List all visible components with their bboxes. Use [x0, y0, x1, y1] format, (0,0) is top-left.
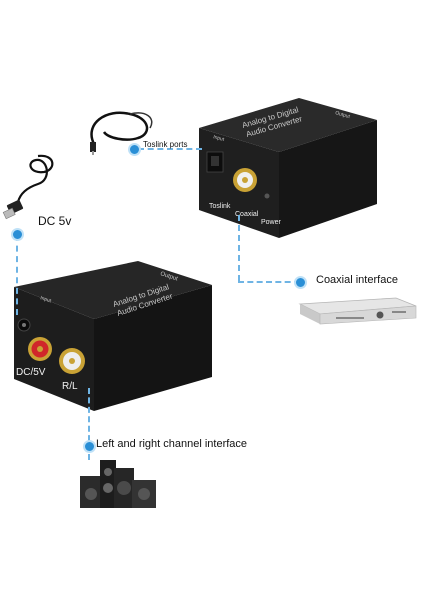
dc-5v-label: DC 5v: [38, 214, 72, 228]
av-receiver-icon: [298, 297, 417, 325]
toslink-dot: [128, 143, 141, 156]
speaker-system-icon: [80, 460, 156, 508]
rear-port-power: Power: [261, 219, 282, 226]
rear-top-tag: Input: [212, 134, 225, 143]
front-port-rl: R/L: [62, 381, 78, 392]
coaxial-connector-vline: [238, 215, 240, 281]
rear-converter-device: Analog to Digital Audio Converter Input …: [199, 98, 377, 238]
dc-dot: [11, 228, 24, 241]
front-top-tag: Output: [159, 271, 178, 282]
toslink-ports-label: Toslink ports: [143, 140, 188, 149]
rear-port-coaxial: Coaxial: [235, 211, 259, 218]
rear-port-toslink: Toslink: [209, 203, 231, 210]
coaxial-interface-label: Coaxial interface: [316, 274, 398, 286]
power-led: [264, 193, 270, 199]
audio-cable-icon: [90, 111, 153, 155]
front-port-dc: DC/5V: [16, 367, 46, 378]
lr-connector-line: [88, 388, 90, 460]
usb-power-cable-icon: [2, 154, 54, 220]
front-side-tag: Input: [39, 295, 52, 304]
rear-side-tag: Output: [334, 110, 351, 120]
lr-dot: [83, 440, 96, 453]
coaxial-connector-hline: [238, 281, 300, 283]
dc-connector-line: [16, 235, 18, 315]
toslink-connector-line: [138, 148, 202, 150]
front-converter-device: Analog to Digital Audio Converter Output…: [14, 261, 212, 411]
coaxial-dot: [294, 276, 307, 289]
lr-channel-label: Left and right channel interface: [96, 438, 248, 450]
